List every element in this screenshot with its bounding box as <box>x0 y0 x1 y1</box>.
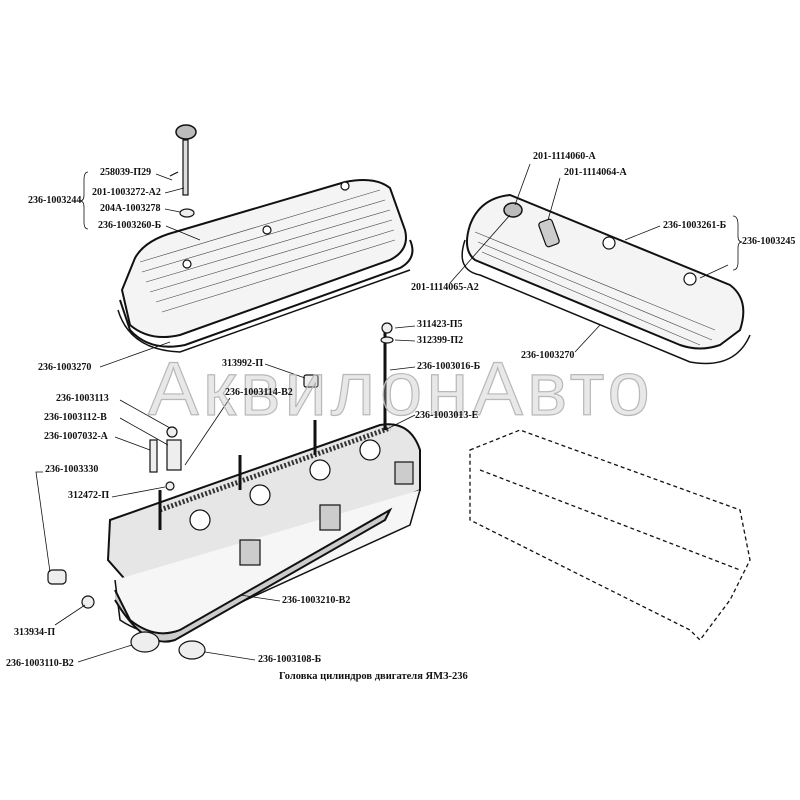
part-label-201-1114065-A2: 201-1114065-А2 <box>411 282 479 293</box>
part-label-236-1003330: 236-1003330 <box>45 464 99 475</box>
part-label-258039-P29: 258039-П29 <box>100 167 152 178</box>
part-label-313992-P: 313992-П <box>222 358 264 369</box>
part-label-236-1007032-A: 236-1007032-А <box>44 431 108 442</box>
part-label-236-1003210-V2: 236-1003210-В2 <box>282 595 351 606</box>
part-label-236-1003013-E: 236-1003013-Е <box>415 410 479 421</box>
part-label-236-1003244: 236-1003244 <box>28 195 82 206</box>
part-label-236-1003112-V: 236-1003112-В <box>44 412 107 423</box>
part-label-236-1003260-B: 236-1003260-Б <box>98 220 162 231</box>
part-label-236-1003261-B: 236-1003261-Б <box>663 220 727 231</box>
part-label-236-1003270-left: 236-1003270 <box>38 362 92 373</box>
head-gasket <box>114 507 393 643</box>
part-label-236-1003270-right: 236-1003270 <box>521 350 575 361</box>
diagram-caption: Головка цилиндров двигателя ЯМЗ-236 <box>279 671 468 682</box>
part-label-236-1003108-B: 236-1003108-Б <box>258 654 322 665</box>
part-label-311423-P5: 311423-П5 <box>417 319 463 330</box>
part-label-313934-P: 313934-П <box>14 627 56 638</box>
part-label-201-1003272-A2: 201-1003272-А2 <box>92 187 161 198</box>
left-valve-cover <box>117 179 414 353</box>
part-label-236-1003114-V2: 236-1003114-В2 <box>225 387 293 398</box>
part-label-201-1114064-A: 201-1114064-А <box>564 167 627 178</box>
part-label-236-1003016-B: 236-1003016-Б <box>417 361 481 372</box>
part-label-312472-P: 312472-П <box>68 490 110 501</box>
part-label-236-1003110-V2: 236-1003110-В2 <box>6 658 74 669</box>
part-label-204A-1003278: 204А-1003278 <box>100 203 161 214</box>
engine-outline-reference <box>469 429 751 641</box>
part-label-312399-P2: 312399-П2 <box>417 335 464 346</box>
leader-lines <box>35 163 743 663</box>
part-label-236-1003113: 236-1003113 <box>56 393 109 404</box>
part-label-201-1114060-A: 201-1114060-А <box>533 151 596 162</box>
small-parts <box>47 322 394 660</box>
oil-filler-cap <box>169 124 197 218</box>
right-valve-cover <box>461 193 751 365</box>
part-label-236-1003245: 236-1003245 <box>742 236 796 247</box>
